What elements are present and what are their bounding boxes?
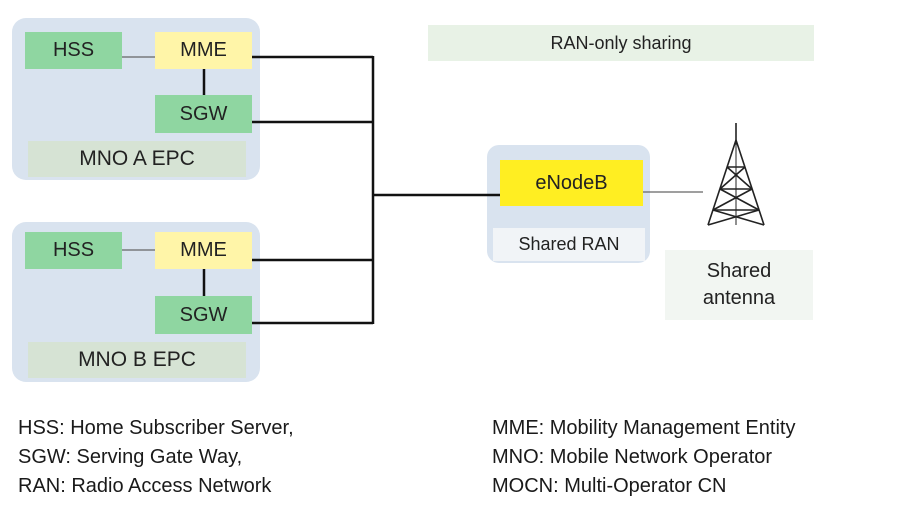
legend-left: HSS: Home Subscriber Server, SGW: Servin… — [18, 414, 438, 501]
legend-sgw: SGW: Serving Gate Way, — [18, 446, 243, 468]
legend-ran: RAN: Radio Access Network — [18, 475, 272, 497]
mno-a-epc-label: MNO A EPC — [28, 141, 246, 177]
shared-antenna-label: Shared antenna — [665, 250, 813, 320]
enodeb-node: eNodeB — [500, 160, 643, 206]
mno-b-hss-node: HSS — [25, 232, 122, 269]
mno-a-sgw-node: SGW — [155, 95, 252, 133]
legend-mme: MME: Mobility Management Entity — [492, 417, 796, 439]
shared-ran-label: Shared RAN — [493, 228, 645, 261]
mno-a-mme-node: MME — [155, 32, 252, 69]
shared-antenna-line2: antenna — [702, 287, 776, 309]
shared-antenna-line1: Shared — [706, 260, 772, 282]
tower-antenna-icon — [707, 123, 765, 226]
mno-b-epc-label: MNO B EPC — [28, 342, 246, 378]
legend-mocn: MOCN: Multi-Operator CN — [492, 475, 727, 497]
mno-a-hss-node: HSS — [25, 32, 122, 69]
legend-right: MME: Mobility Management Entity MNO: Mob… — [492, 414, 897, 501]
mno-b-mme-node: MME — [155, 232, 252, 269]
mno-b-sgw-node: SGW — [155, 296, 252, 334]
legend-mno: MNO: Mobile Network Operator — [492, 446, 773, 468]
legend-hss: HSS: Home Subscriber Server, — [18, 417, 294, 439]
diagram-title: RAN-only sharing — [428, 25, 814, 61]
